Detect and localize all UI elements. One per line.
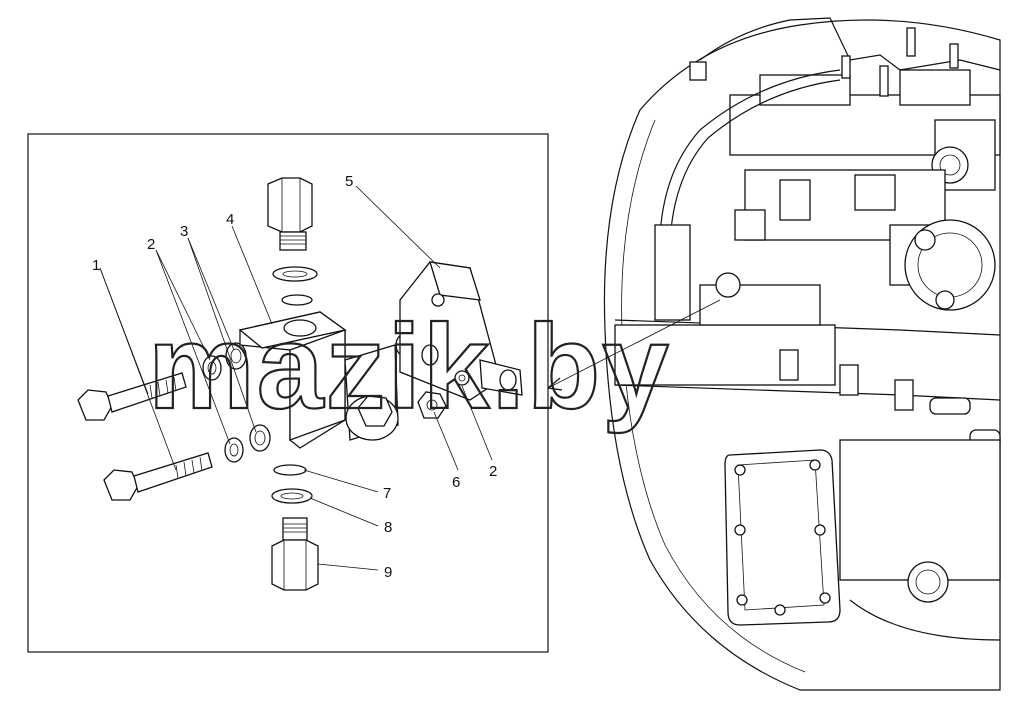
callout-9: 9 — [384, 564, 392, 581]
callout-2-left: 2 — [147, 236, 155, 253]
part-bottom-fitting — [271, 464, 319, 591]
part-valve-body — [238, 311, 415, 449]
callout-8: 8 — [384, 519, 392, 536]
part-bracket — [399, 261, 523, 401]
callout-1: 1 — [92, 257, 100, 274]
callout-6: 6 — [452, 474, 460, 491]
leader-lines — [99, 185, 493, 571]
part-nut — [417, 391, 447, 419]
part-washers-left — [202, 342, 271, 463]
detail-inset — [27, 133, 549, 653]
engine-assembly — [547, 17, 1001, 691]
part-top-fitting — [267, 177, 318, 306]
callout-3: 3 — [180, 223, 188, 240]
watermark: mazik.by — [148, 300, 671, 434]
callout-7: 7 — [383, 485, 391, 502]
callout-5: 5 — [345, 173, 353, 190]
callout-2-right: 2 — [489, 463, 497, 480]
callout-4: 4 — [226, 211, 234, 228]
callout-labels: 1 2 3 4 5 6 2 7 8 9 — [92, 173, 497, 581]
